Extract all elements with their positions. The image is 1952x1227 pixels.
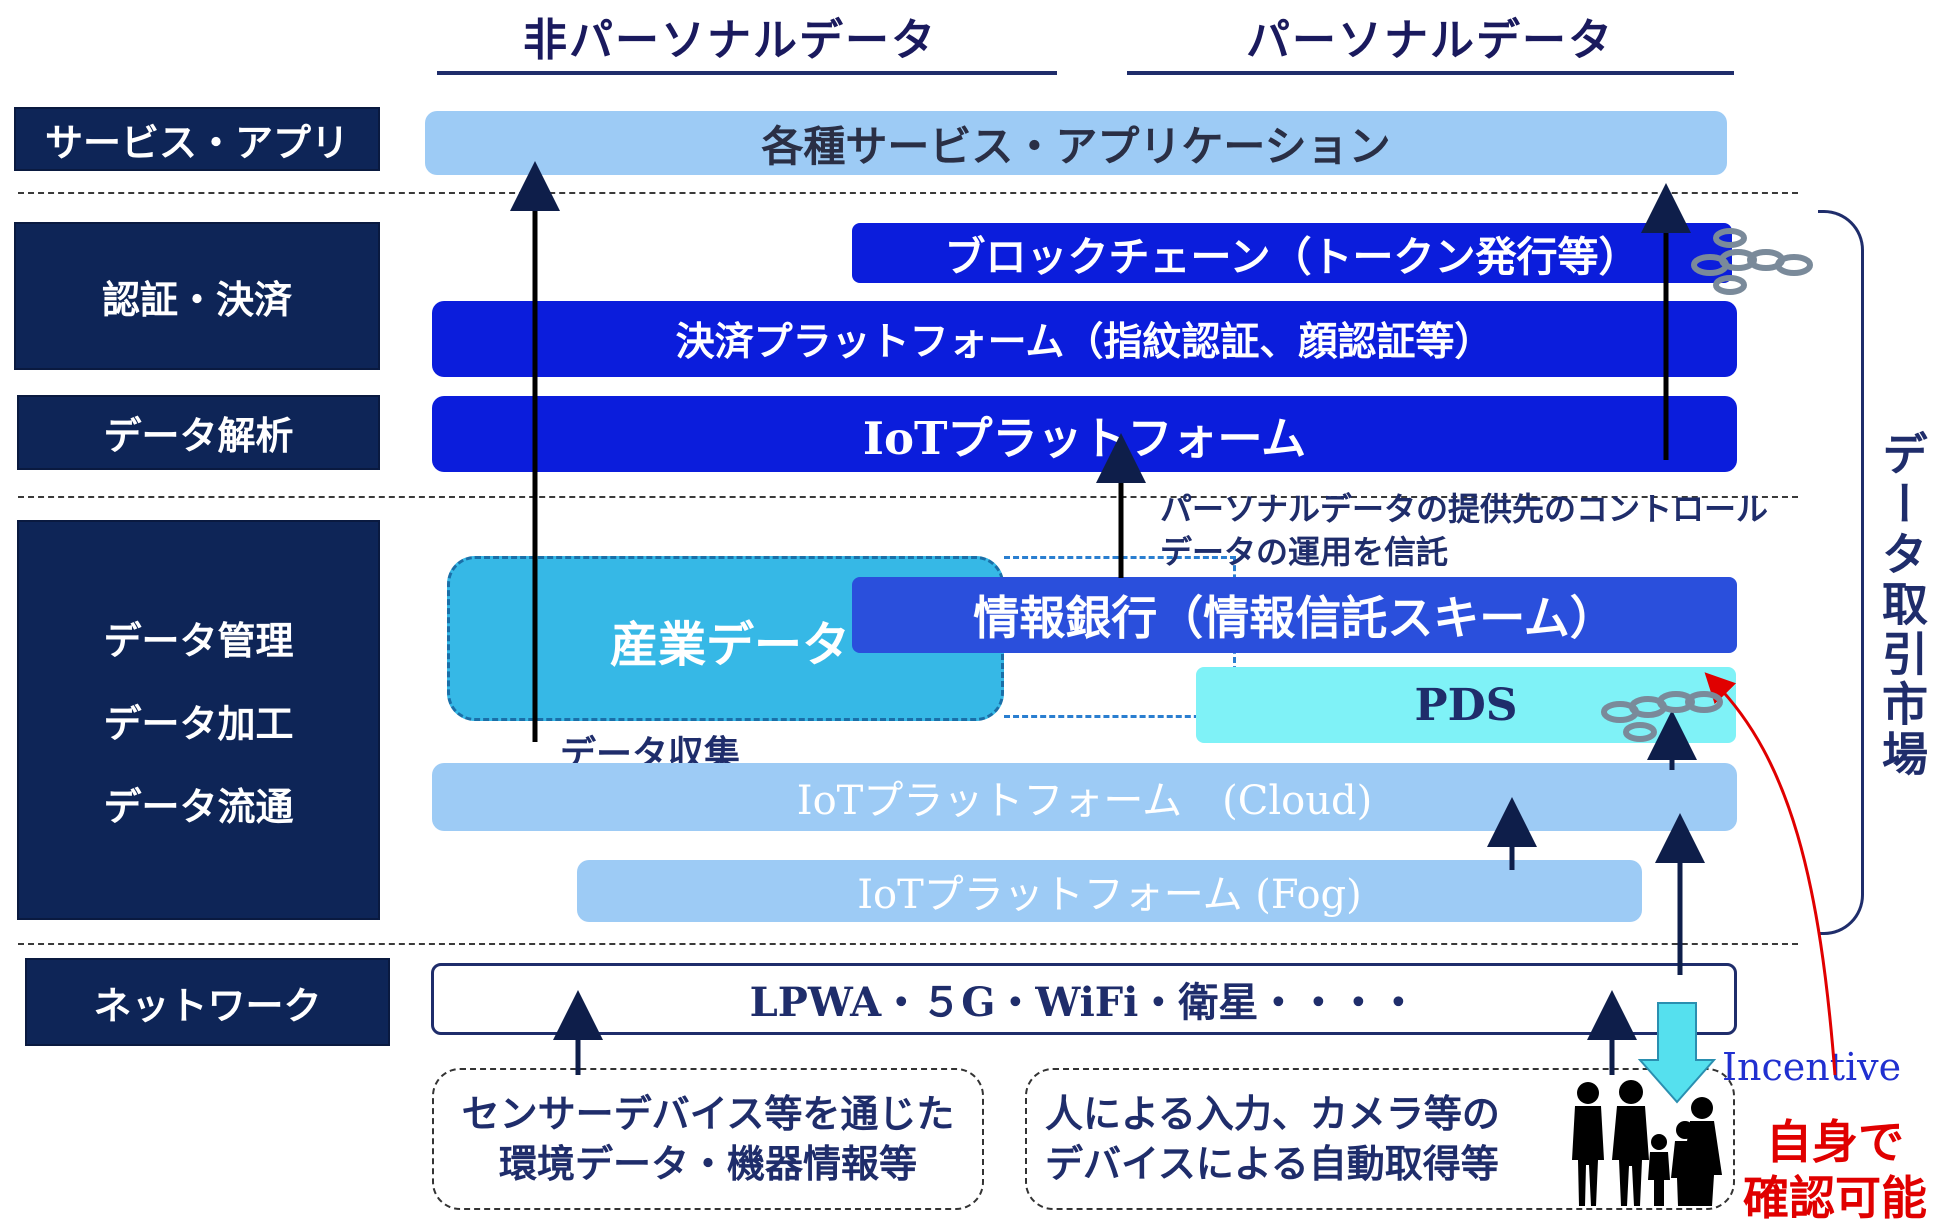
sensor-source-line-1: センサーデバイス等を通じた [461, 1091, 955, 1136]
chain-icon [1601, 691, 1723, 742]
human-data-source: 人による入力、カメラ等の デバイスによる自動取得等 [1025, 1068, 1735, 1210]
iot-fog-bar: IoTプラットフォーム (Fog) [577, 860, 1642, 922]
layer-auth-label: 認証・決済 [101, 276, 292, 322]
human-source-line-2: デバイスによる自動取得等 [1045, 1141, 1499, 1186]
pds-label: PDS [1414, 679, 1518, 731]
layer-divider [18, 943, 1798, 945]
human-source-line-1: 人による入力、カメラ等の [1045, 1091, 1500, 1136]
industrial-data-label: 産業データ [609, 617, 850, 673]
self-check-arrow [1704, 672, 1837, 1076]
people-silhouette-icon [1572, 1080, 1722, 1206]
layer-process-label: データ加工 [103, 700, 294, 746]
incentive-arrow-icon [1637, 1002, 1717, 1104]
trust-note: データの運用を信託 [1160, 533, 1449, 571]
layer-distribution-label: データ流通 [103, 783, 294, 829]
header-nonpersonal: 非パーソナルデータ [523, 15, 937, 66]
sensor-data-source: センサーデバイス等を通じた 環境データ・機器情報等 [432, 1068, 984, 1210]
payment-platform-bar: 決済プラットフォーム（指紋認証、顔認証等） [432, 301, 1737, 377]
services-bar: 各種サービス・アプリケーション [425, 111, 1727, 175]
blockchain-bar: ブロックチェーン（トークン発行等） [852, 223, 1732, 283]
layer-network: ネットワーク [25, 958, 390, 1046]
self-check-line-1: 自身で [1766, 1115, 1904, 1169]
data-market-label: データ取引市場 [1875, 430, 1929, 780]
layer-manage-label: データ管理 [103, 617, 294, 663]
header-personal-underline [1127, 71, 1734, 75]
chain-icon [1691, 228, 1813, 295]
layer-divider [18, 496, 1798, 498]
layer-data-management: データ管理 データ加工 データ流通 [17, 520, 380, 920]
incentive-label: Incentive [1722, 1045, 1902, 1089]
self-check-label: 自身で 確認可能 [1725, 1115, 1945, 1225]
header-personal: パーソナルデータ [1246, 15, 1614, 66]
layer-divider [18, 192, 1798, 194]
sensor-source-line-2: 環境データ・機器情報等 [498, 1141, 917, 1186]
info-bank-bar: 情報銀行（情報信託スキーム） [852, 577, 1737, 653]
network-bar: LPWA・５G・WiFi・衛星・・・・ [431, 963, 1737, 1035]
control-note: パーソナルデータの提供先のコントロール [1160, 490, 1769, 528]
self-check-line-2: 確認可能 [1743, 1171, 1927, 1225]
pds-box: PDS [1196, 667, 1736, 743]
iot-platform-bar: IoTプラットフォーム [432, 396, 1737, 472]
layer-analysis: データ解析 [17, 395, 380, 470]
header-nonpersonal-underline [437, 71, 1057, 75]
layer-auth: 認証・決済 [14, 222, 380, 370]
layer-service: サービス・アプリ [14, 107, 380, 171]
